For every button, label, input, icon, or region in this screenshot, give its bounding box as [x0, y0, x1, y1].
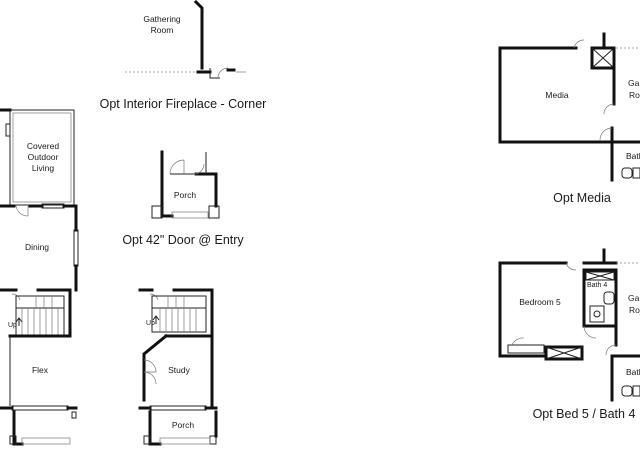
flex-window: [11, 405, 69, 411]
porch-rail: [21, 437, 71, 445]
entry-porch-rail: [171, 211, 209, 219]
fireplace-wall: [193, 0, 204, 70]
bed5-gathering-partial-1: Ga: [628, 293, 640, 303]
media-gathering-partial-1: Ga: [628, 78, 640, 88]
covered-label-2: Outdoor: [28, 152, 59, 162]
media-caption: Opt Media: [553, 191, 611, 205]
fireplace-caption: Opt Interior Fireplace - Corner: [100, 97, 267, 111]
study-porch-label: Porch: [172, 420, 194, 430]
fireplace-option-panel: Gathering Room Opt Interior Fireplace - …: [100, 0, 267, 111]
fireplace-hearth: [209, 68, 220, 79]
study-stairs: [151, 295, 207, 333]
main-plan-panel: Covered Outdoor Living Dining Up: [0, 108, 79, 446]
gathering-room-label-1: Gathering: [143, 14, 181, 24]
bath4-vanity: [589, 305, 605, 323]
bedroom5-label: Bedroom 5: [519, 297, 561, 307]
door-swing: [217, 67, 229, 79]
bed5-closet: [544, 345, 584, 361]
bed5-bath-partial: Bath: [626, 367, 640, 377]
door-entry-option-panel: Porch Opt 42" Door @ Entry: [122, 150, 244, 247]
covered-label-3: Living: [32, 163, 54, 173]
study-label: Study: [168, 365, 190, 375]
door-entry-caption: Opt 42" Door @ Entry: [122, 233, 244, 247]
column: [5, 123, 11, 137]
stairs-up-label: Up: [8, 322, 17, 329]
toilet: [621, 167, 633, 179]
bath4-toilet: [603, 291, 615, 305]
bath4-label: Bath 4: [587, 282, 607, 289]
entry-door-swing-left: [169, 159, 185, 175]
dining-side-window: [73, 229, 79, 267]
study-porch-rail: [159, 437, 211, 445]
stairs-up-arrow: [15, 317, 23, 326]
media-label: Media: [545, 90, 568, 100]
study-plan-panel: Up Study Porch: [138, 288, 218, 446]
dining-label: Dining: [25, 242, 49, 252]
media-gathering-partial-2: Ro: [629, 90, 640, 100]
bed5-option-panel: Bath 4 Bedroom 5 Ga Ro Bath Opt Bed 5 / …: [498, 248, 640, 421]
media-outer-wall: [498, 46, 614, 144]
entry-door-swing-right: [193, 163, 205, 175]
covered-label-1: Covered: [27, 141, 59, 151]
study-window: [149, 405, 207, 411]
bed5-caption: Opt Bed 5 / Bath 4: [533, 407, 636, 421]
bath4-room: [582, 268, 618, 328]
study-stairs-up-label: Up: [146, 320, 155, 327]
entry-porch-label: Porch: [174, 190, 196, 200]
patio-door-swing: [15, 205, 29, 217]
study-door-swing: [143, 359, 157, 373]
study-angled-wall: [142, 333, 169, 402]
gathering-room-label-2: Room: [151, 25, 174, 35]
bed5-gathering-partial-2: Ro: [629, 305, 640, 315]
flex-label: Flex: [32, 365, 49, 375]
bed5-outer-wall: [498, 261, 568, 358]
media-option-panel: Media Ga Ro Bath Opt Media: [498, 32, 640, 205]
media-bath-partial: Bath: [626, 151, 640, 161]
